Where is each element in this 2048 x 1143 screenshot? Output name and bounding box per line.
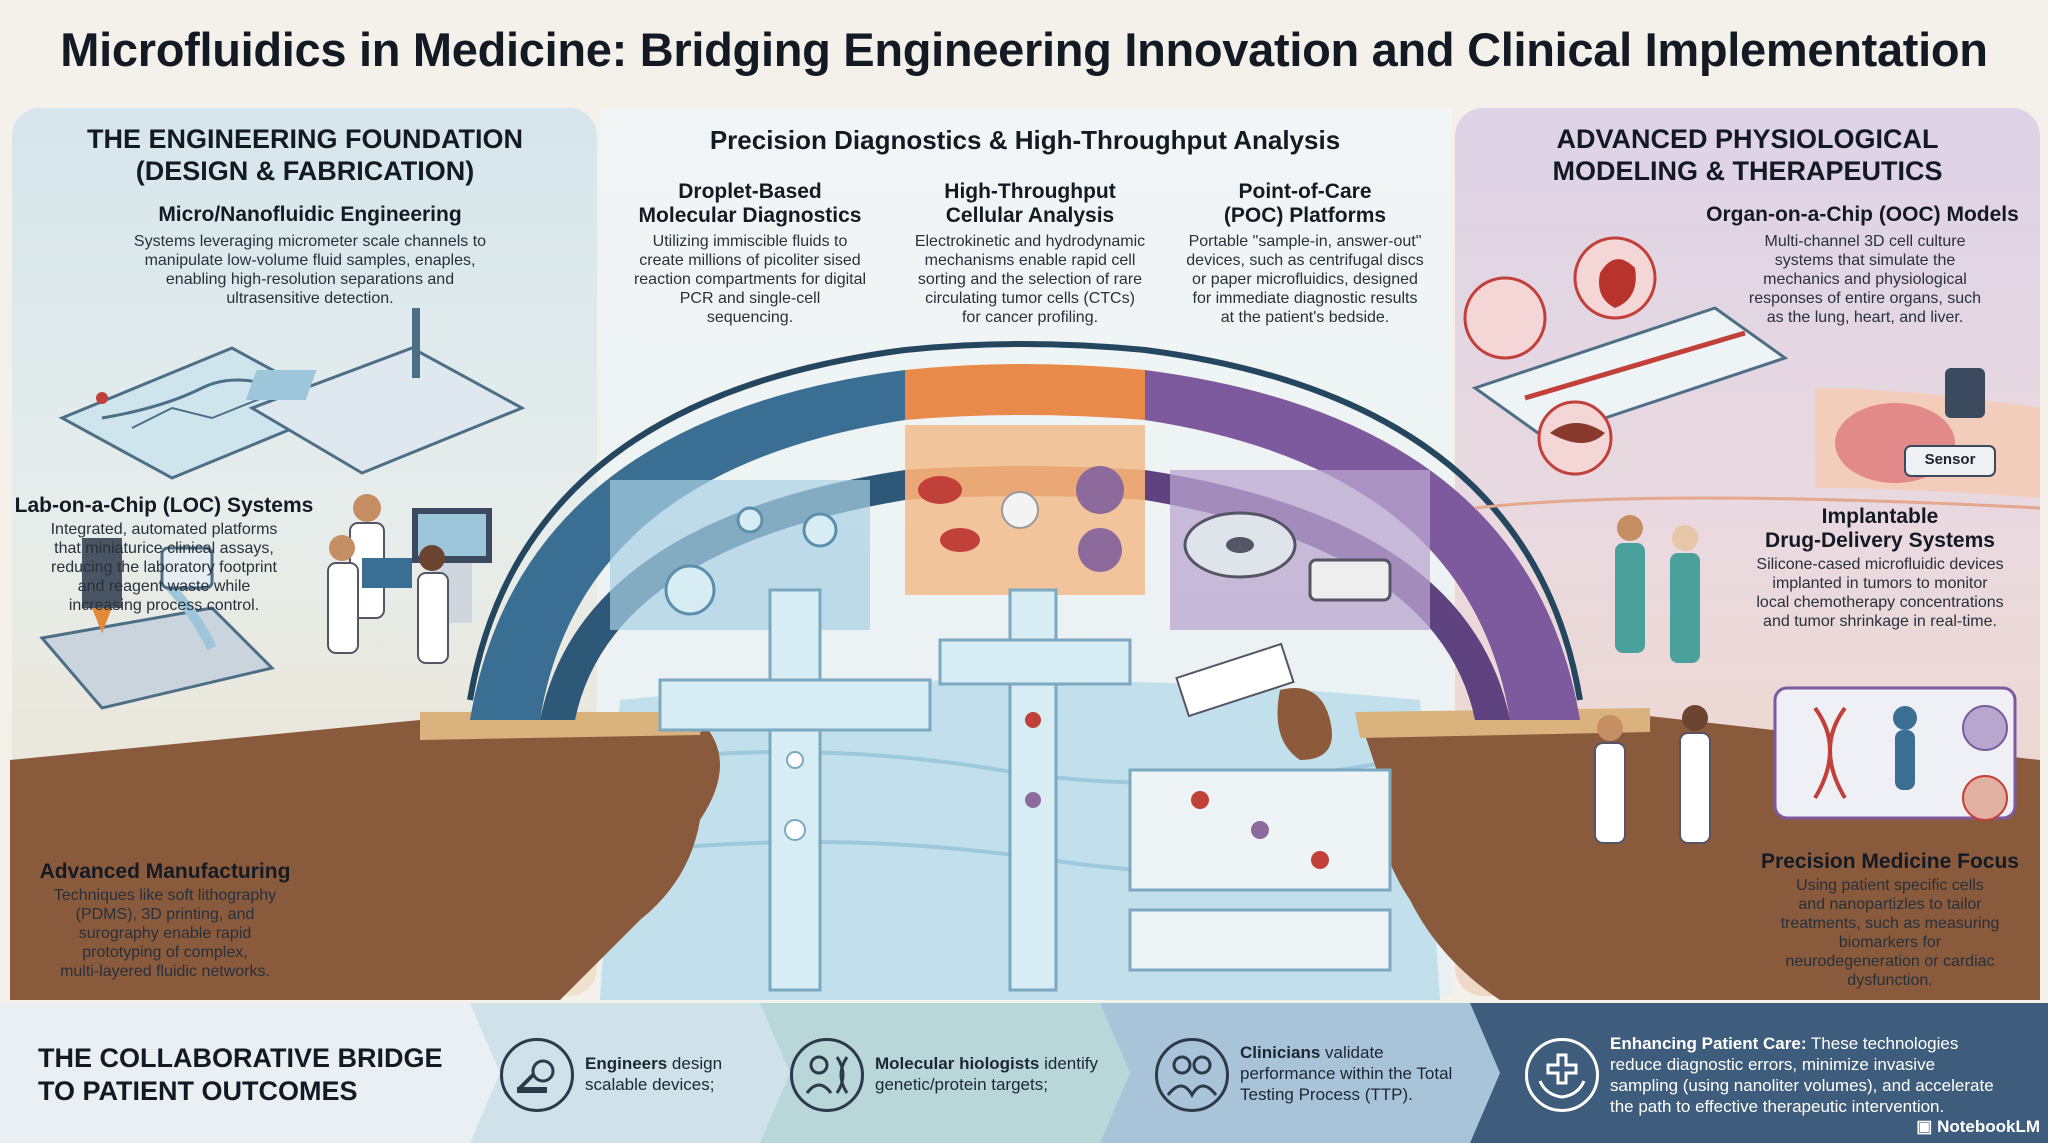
lab-on-chip-body: Integrated, automated platforms that min… [50, 521, 278, 614]
droplet-diagnostics-body: Utilizing immiscible fluids to create mi… [633, 233, 867, 326]
point-of-care-body: Portable "sample-in, answer-out" devices… [1186, 233, 1424, 326]
brand-watermark: ▣ NotebookLM [1880, 1117, 2040, 1141]
bridge-segment-blue [470, 370, 905, 720]
biologist-dna-icon [790, 1038, 864, 1112]
left-section-heading: THE ENGINEERING FOUNDATION (DESIGN & FAB… [30, 123, 580, 187]
lab-on-chip-title: Lab-on-a-Chip (LOC) Systems [14, 494, 314, 517]
organ-on-chip-illustration [1471, 306, 1789, 440]
precision-medicine-title: Precision Medicine Focus [1761, 850, 2019, 873]
sensor-box [1904, 445, 1996, 477]
bridge-segment-purple [1145, 370, 1580, 720]
clinician-figure [1617, 515, 1643, 541]
bridge-segment-orange [905, 364, 1145, 420]
step-enhancing-patient-care: Enhancing Patient Care: These technologi… [1610, 1034, 1994, 1116]
right-section-heading: ADVANCED PHYSIOLOGICAL MODELING & THERAP… [1552, 124, 1943, 186]
engineer-gear-icon [500, 1038, 574, 1112]
organ-on-chip-title: Organ-on-a-Chip (OOC) Models [1706, 203, 2019, 226]
precision-medicine-body: Using patient specific cells and nanopar… [1780, 877, 2000, 989]
brand-logo-icon: ▣ [1916, 1117, 1938, 1136]
center-section-heading: Precision Diagnostics & High-Throughput … [709, 125, 1341, 155]
page-title: Microfluidics in Medicine: Bridging Engi… [60, 23, 1988, 76]
bottom-heading: THE COLLABORATIVE BRIDGE TO PATIENT OUTC… [38, 1043, 443, 1106]
left-heading-line-1: THE ENGINEERING FOUNDATION [86, 124, 523, 154]
left-heading-line-2: (DESIGN & FABRICATION) [135, 156, 475, 186]
brand-label: NotebookLM [1937, 1117, 2040, 1136]
cellular-analysis-title: High-Throughput Cellular Analysis [944, 180, 1116, 227]
point-of-care-title: Point-of-Care (POC) Platforms [1223, 180, 1387, 227]
clinicians-icon [1155, 1038, 1229, 1112]
cellular-analysis-body: Electrokinetic and hydrodynamic mechanis… [914, 233, 1146, 326]
micro-nanofluidic-body: Systems leveraging micrometer scale chan… [133, 233, 487, 307]
droplet-diagnostics-title: Droplet-Based Molecular Diagnostics [638, 180, 862, 227]
engineering-illustrations [39, 308, 526, 710]
patient-care-hands-icon [1525, 1038, 1599, 1112]
implantable-drug-delivery-body: Silicone-cased microfluidic devices impl… [1756, 556, 2004, 630]
implantable-drug-delivery-title: Implantable Drug-Delivery Systems [1765, 505, 1995, 552]
test-strip-illustration [1175, 642, 1295, 718]
advanced-manufacturing-body: Techniques like soft lithography (PDMS),… [53, 887, 277, 980]
organ-on-chip-body: Multi-channel 3D cell culture systems th… [1748, 233, 1982, 326]
3d-printer-illustration [39, 606, 275, 710]
left-cliff-illustration [10, 720, 720, 1000]
advanced-manufacturing-title: Advanced Manufacturing [39, 860, 291, 883]
step-molecular-biologists: Molecular hiologists identify genetic/pr… [875, 1054, 1098, 1094]
physiology-illustrations [1463, 236, 2040, 844]
engineer-figure [353, 494, 381, 522]
step-engineers: Engineers design scalable devices; [585, 1054, 723, 1094]
sensor-label: Sensor [1924, 451, 1976, 468]
step-clinicians: Clinicians validate performance within t… [1240, 1043, 1453, 1104]
micro-nanofluidic-title: Micro/Nanofluidic Engineering [158, 203, 462, 226]
